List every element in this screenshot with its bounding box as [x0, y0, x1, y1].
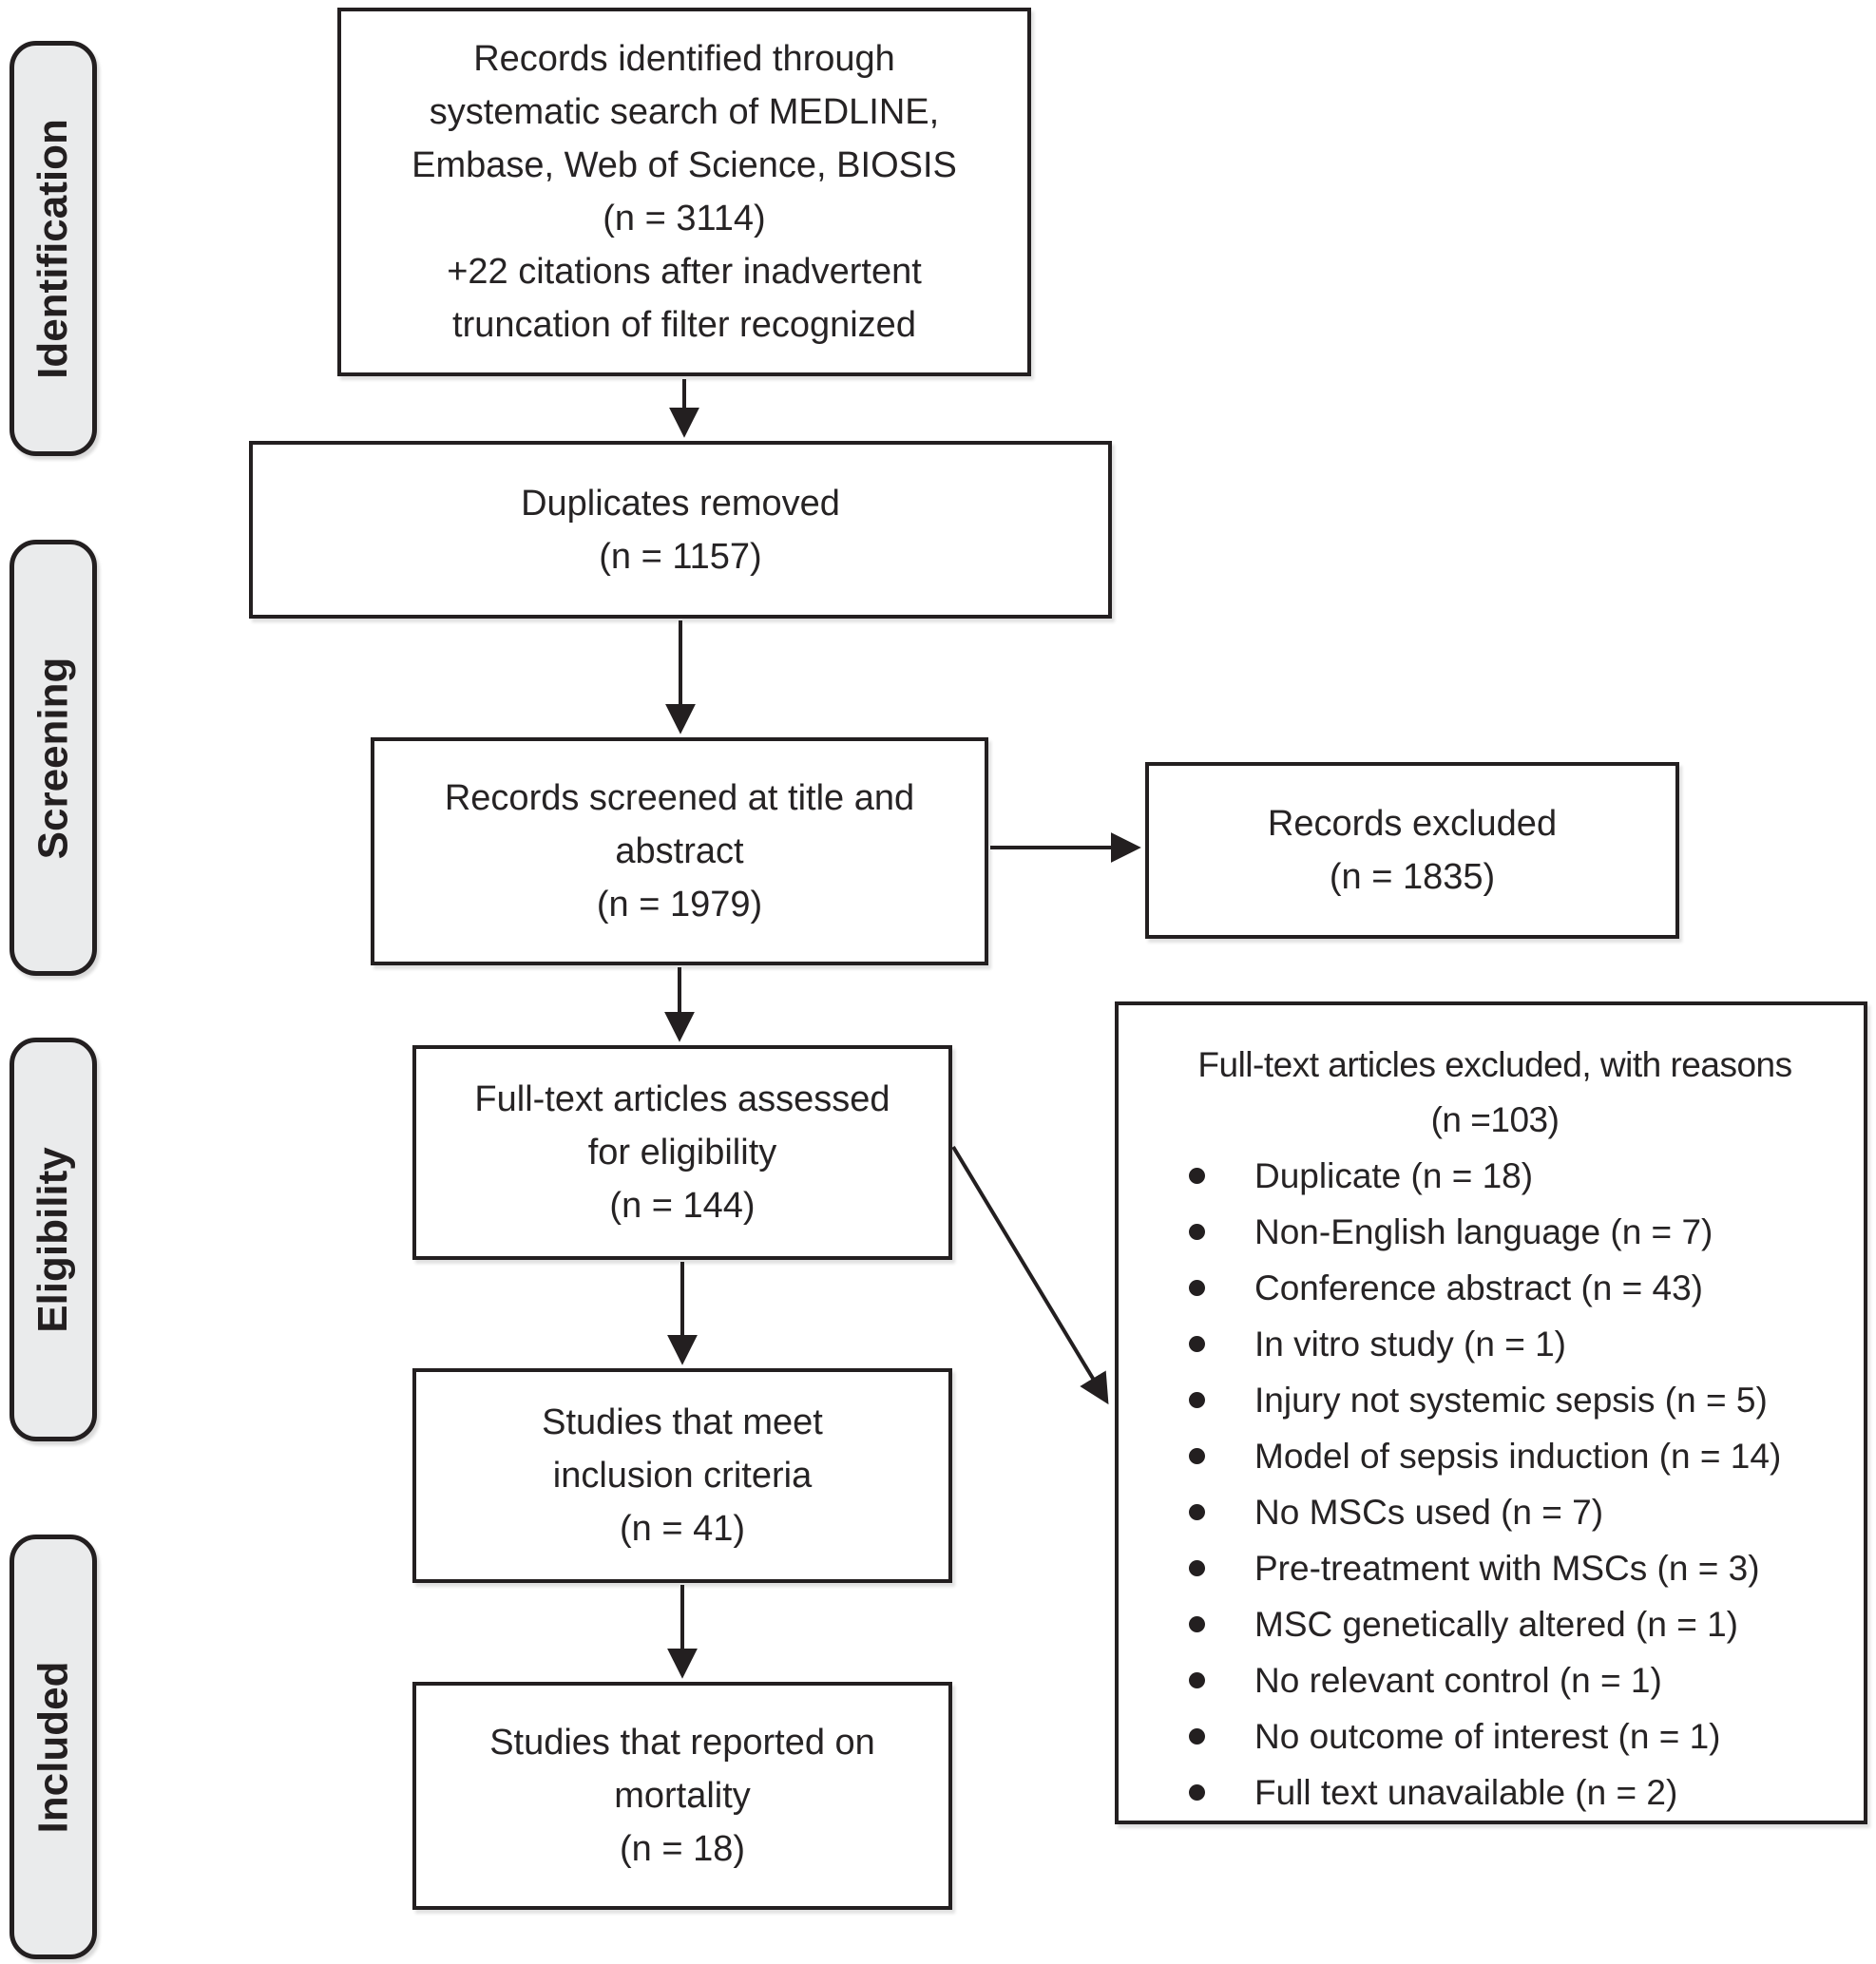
stage-screening: Screening — [10, 540, 97, 976]
reason-item: Conference abstract (n = 43) — [1139, 1260, 1850, 1316]
box-inclusion-criteria-text: Studies that meet inclusion criteria (n … — [542, 1402, 823, 1549]
reason-item: No outcome of interest (n = 1) — [1139, 1708, 1850, 1764]
reason-item: In vitro study (n = 1) — [1139, 1316, 1850, 1372]
reason-item-text: Duplicate (n = 18) — [1254, 1155, 1534, 1195]
box-records-screened: Records screened at title and abstract (… — [371, 737, 988, 965]
box-records-identified-text: Records identified through systematic se… — [412, 39, 957, 345]
stage-eligibility-label: Eligibility — [29, 1146, 77, 1333]
box-records-excluded-text: Records excluded (n = 1835) — [1267, 804, 1558, 897]
box-inclusion-criteria: Studies that meet inclusion criteria (n … — [412, 1368, 952, 1583]
reason-item-text: Model of sepsis induction (n = 14) — [1254, 1436, 1782, 1476]
fulltext-excluded-list: Duplicate (n = 18) Non-English language … — [1139, 1148, 1850, 1821]
bullet-icon — [1189, 1784, 1205, 1801]
box-fulltext-assessed: Full-text articles assessed for eligibil… — [412, 1045, 952, 1260]
bullet-icon — [1189, 1616, 1205, 1632]
reason-item: Full text unavailable (n = 2) — [1139, 1764, 1850, 1821]
arrow-fulltext-to-reasons — [951, 1145, 1109, 1405]
bullet-icon — [1189, 1224, 1205, 1240]
stage-eligibility: Eligibility — [10, 1038, 97, 1441]
bullet-icon — [1189, 1392, 1205, 1408]
reason-item-text: Full text unavailable (n = 2) — [1254, 1772, 1678, 1812]
reason-item: MSC genetically altered (n = 1) — [1139, 1596, 1850, 1652]
box-fulltext-assessed-text: Full-text articles assessed for eligibil… — [474, 1079, 890, 1226]
reason-item-text: No relevant control (n = 1) — [1254, 1660, 1662, 1700]
reason-item: Model of sepsis induction (n = 14) — [1139, 1428, 1850, 1484]
reason-item-text: Non-English language (n = 7) — [1254, 1211, 1713, 1251]
stage-included: Included — [10, 1535, 97, 1959]
reason-item: No relevant control (n = 1) — [1139, 1652, 1850, 1708]
bullet-icon — [1189, 1560, 1205, 1576]
box-duplicates-removed: Duplicates removed (n = 1157) — [249, 441, 1112, 619]
reason-item: No MSCs used (n = 7) — [1139, 1484, 1850, 1540]
stage-included-label: Included — [29, 1661, 76, 1833]
reason-item-text: No outcome of interest (n = 1) — [1254, 1716, 1721, 1756]
bullet-icon — [1189, 1504, 1205, 1520]
stage-identification: Identification — [10, 41, 97, 456]
bullet-icon — [1189, 1168, 1205, 1184]
reason-item: Non-English language (n = 7) — [1139, 1204, 1850, 1260]
bullet-icon — [1189, 1448, 1205, 1464]
box-duplicates-removed-text: Duplicates removed (n = 1157) — [521, 483, 840, 577]
reason-item-text: In vitro study (n = 1) — [1254, 1324, 1566, 1363]
reason-item-text: MSC genetically altered (n = 1) — [1254, 1604, 1738, 1644]
box-reported-mortality-text: Studies that reported on mortality (n = … — [489, 1723, 875, 1869]
reason-item-text: Conference abstract (n = 43) — [1254, 1268, 1704, 1307]
bullet-icon — [1189, 1728, 1205, 1745]
box-records-excluded: Records excluded (n = 1835) — [1145, 762, 1679, 939]
box-fulltext-excluded-reasons: Full-text articles excluded, with reason… — [1115, 1001, 1867, 1824]
stage-identification-label: Identification — [29, 118, 76, 379]
bullet-icon — [1189, 1336, 1205, 1352]
reason-item: Duplicate (n = 18) — [1139, 1148, 1850, 1204]
box-records-identified: Records identified through systematic se… — [337, 8, 1031, 376]
reason-item-text: Pre-treatment with MSCs (n = 3) — [1254, 1548, 1760, 1588]
box-records-screened-text: Records screened at title and abstract (… — [444, 778, 915, 925]
reason-item-text: No MSCs used (n = 7) — [1254, 1492, 1604, 1532]
box-reported-mortality: Studies that reported on mortality (n = … — [412, 1682, 952, 1910]
reason-item: Injury not systemic sepsis (n = 5) — [1139, 1372, 1850, 1428]
reason-item-text: Injury not systemic sepsis (n = 5) — [1254, 1380, 1768, 1420]
stage-screening-label: Screening — [29, 657, 76, 859]
bullet-icon — [1189, 1280, 1205, 1296]
fulltext-excluded-title: Full-text articles excluded, with reason… — [1197, 1045, 1792, 1139]
reason-item: Pre-treatment with MSCs (n = 3) — [1139, 1540, 1850, 1596]
bullet-icon — [1189, 1672, 1205, 1688]
